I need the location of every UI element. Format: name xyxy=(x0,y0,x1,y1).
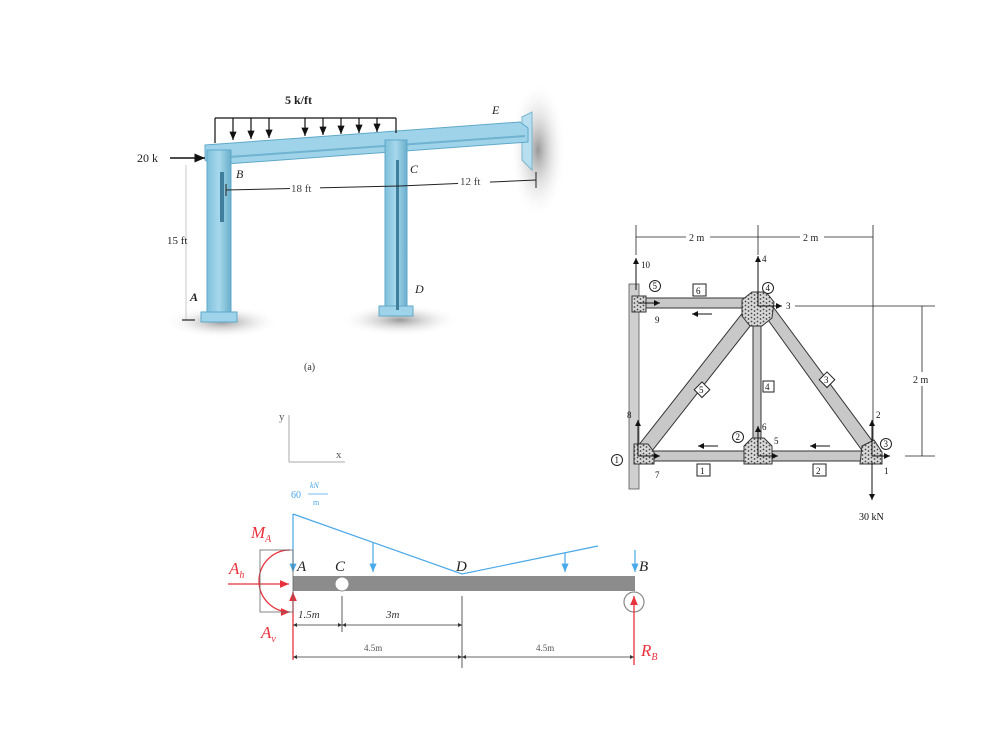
column-cd-web xyxy=(396,160,399,310)
beam-body xyxy=(293,576,635,591)
load-unit-den: m xyxy=(313,498,320,507)
svg-text:2: 2 xyxy=(736,432,741,442)
svg-text:4: 4 xyxy=(765,382,770,392)
load-value: 60 xyxy=(291,490,301,501)
svg-text:5: 5 xyxy=(699,385,704,395)
figure-caption: (a) xyxy=(304,362,315,373)
hinge-c xyxy=(334,576,350,592)
svg-text:3: 3 xyxy=(786,301,791,311)
beam-dimensions xyxy=(293,596,634,668)
base-plate-a xyxy=(200,311,238,323)
dof-arrows xyxy=(633,256,890,500)
svg-text:7: 7 xyxy=(655,470,660,480)
label-a: A xyxy=(296,559,307,575)
axis-y-label: y xyxy=(279,411,285,423)
svg-text:5: 5 xyxy=(774,436,779,446)
reaction-rb-label: RB xyxy=(640,641,658,663)
label-d: D xyxy=(455,559,467,575)
svg-text:1: 1 xyxy=(884,466,889,476)
label-b: B xyxy=(639,559,648,575)
label-a: A xyxy=(189,290,198,304)
frame-beam xyxy=(204,121,529,166)
svg-text:4: 4 xyxy=(762,254,767,264)
shadow-d xyxy=(340,304,460,336)
node-4-gusset xyxy=(741,291,775,327)
truss-load-label: 30 kN xyxy=(859,512,884,523)
label-c: C xyxy=(410,162,419,176)
dim-cd: 3m xyxy=(385,609,400,621)
axis-x-label: x xyxy=(336,449,342,461)
label-c: C xyxy=(335,559,346,575)
svg-text:5: 5 xyxy=(653,281,658,291)
dim-height: 2 m xyxy=(913,375,929,386)
dim-height-bg xyxy=(912,372,934,386)
label-d: D xyxy=(414,282,424,296)
svg-text:10: 10 xyxy=(641,260,651,270)
svg-text:9: 9 xyxy=(655,315,660,325)
element-labels: 6 4 1 2 5 3 xyxy=(692,283,836,477)
truss-wall xyxy=(628,283,640,490)
reaction-arrows xyxy=(228,549,638,665)
beam-flange-line xyxy=(214,135,526,159)
dim-span-bc-label: 18 ft xyxy=(291,183,311,195)
svg-text:1: 1 xyxy=(615,455,620,465)
distributed-load-label: 5 k/ft xyxy=(285,93,312,107)
svg-text:2: 2 xyxy=(876,410,881,420)
column-ab xyxy=(206,149,232,321)
dof-labels: 1 2 3 4 5 6 7 8 9 10 xyxy=(627,254,889,480)
svg-text:1: 1 xyxy=(700,466,705,476)
distributed-load xyxy=(289,513,639,575)
dim-db: 4.5m xyxy=(536,643,554,653)
reaction-ah-label: Ah xyxy=(228,559,244,581)
label-b: B xyxy=(236,167,244,181)
dim-span-ce-label: 12 ft xyxy=(460,176,480,188)
label-e: E xyxy=(491,103,500,117)
load-unit-num: kN xyxy=(310,481,320,490)
svg-text:8: 8 xyxy=(627,410,632,420)
svg-text:6: 6 xyxy=(762,422,767,432)
dim-span-ce-bg xyxy=(458,176,490,188)
dim-height-label: 15 ft xyxy=(167,235,187,247)
column-ab-web xyxy=(220,172,224,222)
reaction-av-label: Av xyxy=(260,623,276,645)
svg-text:3: 3 xyxy=(824,375,829,385)
axis-indicator xyxy=(288,415,345,463)
dim-span-bc-bg xyxy=(290,182,320,194)
svg-text:4: 4 xyxy=(766,283,771,293)
fixed-support-box xyxy=(259,549,294,613)
svg-text:3: 3 xyxy=(884,439,889,449)
svg-text:6: 6 xyxy=(696,286,701,296)
reaction-ma-label: MA xyxy=(250,523,272,545)
point-load-label: 20 k xyxy=(137,151,158,165)
wall-shadow-e xyxy=(510,80,566,220)
node-labels: 1 2 3 4 5 xyxy=(611,280,892,466)
dim-top-right-bg xyxy=(800,231,824,243)
moment-ma-arrow xyxy=(258,549,291,616)
dim-ad: 4.5m xyxy=(364,643,382,653)
dim-ac: 1.5m xyxy=(298,609,320,621)
distributed-load-arrows xyxy=(214,117,397,143)
node-5-gusset xyxy=(631,295,647,313)
dim-top-left-bg xyxy=(686,231,710,243)
svg-text:2: 2 xyxy=(816,466,821,476)
dim-top-right: 2 m xyxy=(803,233,819,244)
dim-top-left: 2 m xyxy=(689,233,705,244)
